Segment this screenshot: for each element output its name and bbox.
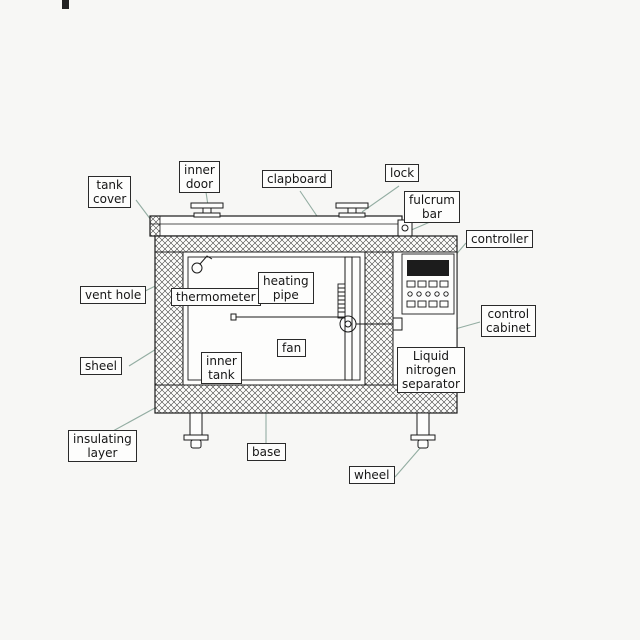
liquid-nitrogen-separator-wall (364, 251, 394, 386)
scan-artifact (62, 0, 69, 9)
legs (183, 412, 436, 449)
fan-drawing (339, 315, 403, 333)
lid-clamp-left (190, 202, 224, 218)
controller-buttons-row2 (407, 291, 449, 297)
thermometer-drawing (230, 313, 345, 321)
vent-hole-drawing (191, 255, 213, 274)
tank-cover-drawing (149, 215, 403, 237)
leg-left (189, 412, 203, 436)
inner-tank-wall (187, 256, 361, 381)
leader-wheel (394, 446, 422, 478)
clapboard-drawing (344, 256, 353, 381)
wheel-right (417, 439, 429, 449)
label-vent-hole: vent hole (80, 286, 147, 305)
label-thermometer: thermometer (171, 288, 261, 307)
label-liquid-nitrogen-separator: Liquid nitrogen separator (397, 347, 465, 394)
label-inner-tank: inner tank (201, 352, 242, 385)
label-control-cabinet: control cabinet (481, 305, 536, 338)
leg-right (416, 412, 430, 436)
wheel-left (190, 439, 202, 449)
label-sheel: sheel (80, 357, 122, 376)
label-tank-cover: tank cover (88, 176, 132, 209)
heating-pipe-drawing (337, 283, 346, 319)
insulating-layer-top (154, 235, 458, 253)
label-fulcrum-bar: fulcrum bar (404, 191, 460, 224)
label-clapboard: clapboard (262, 170, 332, 189)
label-lock: lock (385, 164, 420, 183)
controller-panel (401, 253, 455, 315)
controller-buttons-row3 (406, 300, 449, 308)
label-wheel: wheel (349, 466, 395, 485)
insulating-layer-left (154, 251, 184, 386)
label-heating-pipe: heating pipe (258, 272, 314, 305)
label-controller: controller (466, 230, 534, 249)
label-insulating-layer: insulating layer (68, 430, 137, 463)
controller-buttons-row1 (406, 280, 449, 288)
label-fan: fan (277, 339, 307, 358)
label-base: base (247, 443, 286, 462)
controller-display (407, 260, 449, 276)
label-inner-door: inner door (179, 161, 220, 194)
lock-clamp (335, 202, 369, 218)
